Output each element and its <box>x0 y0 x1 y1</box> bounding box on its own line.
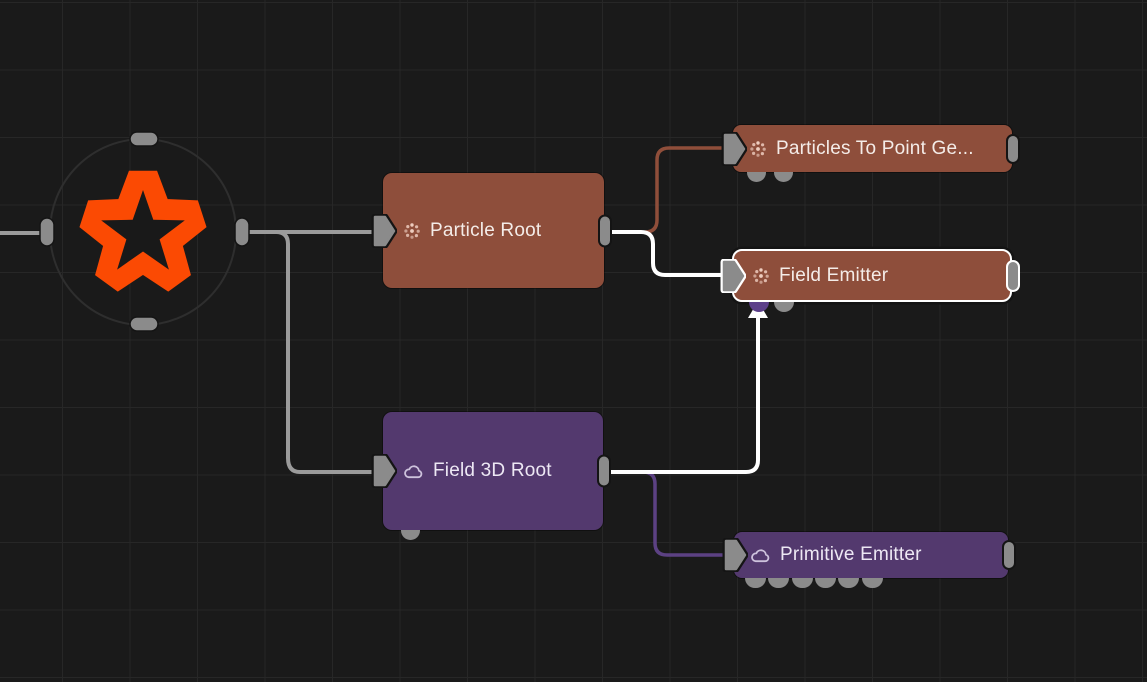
node-label: Particles To Point Ge... <box>776 137 974 159</box>
input-port[interactable] <box>720 258 746 293</box>
bottom-port-field[interactable] <box>749 302 769 312</box>
output-port[interactable] <box>1006 259 1020 292</box>
cloud-icon <box>751 548 770 562</box>
bottom-port[interactable] <box>747 172 766 182</box>
bottom-port[interactable] <box>767 578 789 588</box>
input-port[interactable] <box>721 131 747 166</box>
bottom-port[interactable] <box>774 302 794 312</box>
root-output-port[interactable] <box>234 217 250 247</box>
bottom-port[interactable] <box>744 578 766 588</box>
node-particles-to-point-geometry[interactable]: Particles To Point Ge... <box>721 125 1020 182</box>
bottom-port[interactable] <box>774 172 793 182</box>
bottom-port[interactable] <box>401 530 420 540</box>
particles-icon <box>753 267 769 284</box>
output-port[interactable] <box>597 454 611 488</box>
input-port[interactable] <box>722 538 748 572</box>
wire-field3droot-to-fieldemitter[interactable] <box>608 316 760 474</box>
particles-icon <box>750 140 766 157</box>
wire-particleroot-to-fieldemitter[interactable] <box>608 230 727 277</box>
input-port[interactable] <box>371 454 397 488</box>
cloud-icon <box>404 464 423 478</box>
input-port[interactable] <box>371 213 397 248</box>
node-scene-root[interactable] <box>0 0 340 400</box>
output-port[interactable] <box>598 214 612 247</box>
node-particle-root[interactable]: Particle Root <box>371 173 612 288</box>
output-port[interactable] <box>1006 133 1020 164</box>
node-primitive-emitter[interactable]: Primitive Emitter <box>722 532 1016 588</box>
star-badge-icon <box>79 170 207 292</box>
bottom-port[interactable] <box>861 578 883 588</box>
bottom-port[interactable] <box>837 578 859 588</box>
root-input-port[interactable] <box>39 217 55 247</box>
output-port[interactable] <box>1002 540 1016 570</box>
wire-particleroot-to-particlestopoint[interactable] <box>644 146 730 234</box>
node-label: Primitive Emitter <box>780 544 922 565</box>
node-field-3d-root[interactable]: Field 3D Root <box>371 412 611 540</box>
particles-icon <box>404 222 420 239</box>
root-bottom-port[interactable] <box>129 316 159 332</box>
node-field-emitter[interactable]: Field Emitter <box>720 249 1020 312</box>
wire-field3droot-to-primitiveemitter[interactable] <box>642 470 730 557</box>
root-top-port[interactable] <box>129 131 159 147</box>
bottom-port[interactable] <box>814 578 836 588</box>
node-label: Field 3D Root <box>433 460 552 481</box>
node-label: Field Emitter <box>779 264 889 286</box>
bottom-port[interactable] <box>791 578 813 588</box>
node-label: Particle Root <box>430 219 542 241</box>
